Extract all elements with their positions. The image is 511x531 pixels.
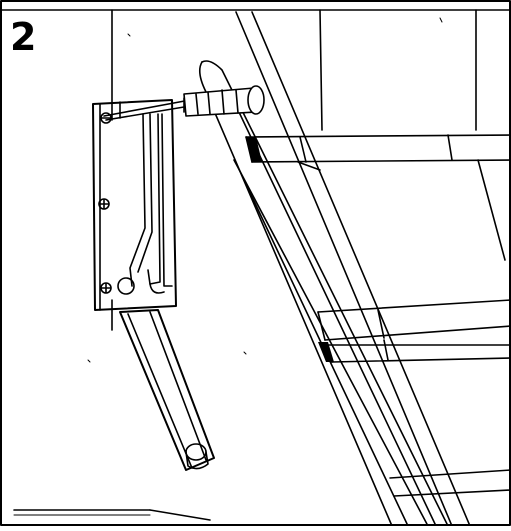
bracket-screws [98, 112, 135, 295]
step-number: 2 [10, 15, 37, 59]
screw-head-icon [98, 198, 110, 210]
wall-lines [13, 9, 506, 521]
screw-head-icon [100, 112, 112, 124]
screw-head-icon [100, 282, 112, 294]
tread-shadows [246, 137, 334, 362]
screwdriver-icon [103, 85, 265, 121]
hinge-arm [119, 309, 215, 471]
hinge-bracket [92, 99, 177, 311]
stair-treads [245, 134, 511, 497]
stray-marks [87, 17, 443, 363]
